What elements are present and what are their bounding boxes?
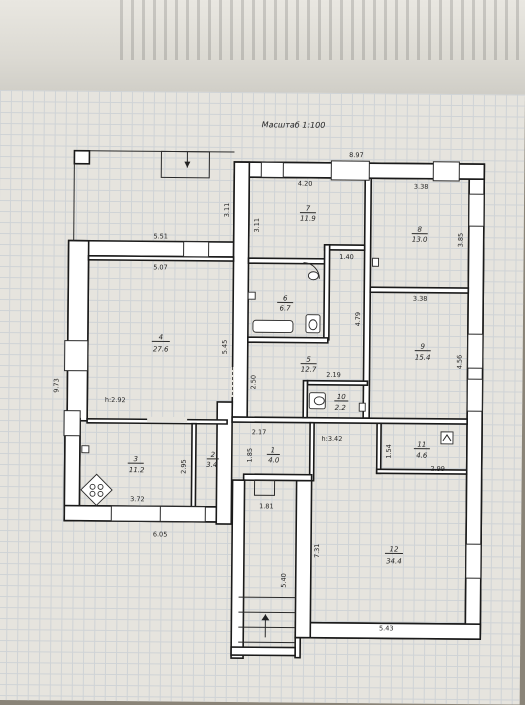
arrow-icon (184, 162, 190, 168)
room-8: 8 13.0 (412, 226, 428, 244)
svg-text:13.0: 13.0 (412, 236, 428, 244)
dim-passage: 2.50 (249, 375, 257, 390)
svg-text:4: 4 (159, 333, 164, 341)
svg-text:4.6: 4.6 (416, 452, 428, 460)
dim-room7-width: 4.20 (298, 180, 313, 188)
svg-text:11.9: 11.9 (300, 215, 316, 223)
dim-room8-width: 3.38 (414, 183, 429, 191)
svg-text:2.2: 2.2 (335, 404, 347, 412)
room-12: 12 34.4 (385, 545, 403, 565)
dim-corridor-width: 1.40 (339, 253, 354, 261)
svg-text:15.4: 15.4 (415, 354, 431, 362)
dim-total-depth: 9.73 (52, 378, 60, 393)
dim-bottom-left-width: 6.05 (153, 530, 168, 538)
floor-plan: Масштаб 1:100 (0, 90, 525, 705)
dim-room2-depth: 2.95 (180, 459, 188, 474)
dim-room9-depth: 4.56 (456, 355, 464, 370)
dim-room4-width: 5.07 (153, 263, 168, 271)
vent-icon (248, 292, 255, 299)
windows (63, 159, 485, 579)
bathtub-icon (253, 320, 293, 332)
svg-text:6: 6 (283, 294, 288, 302)
svg-text:1: 1 (271, 446, 276, 454)
svg-text:4.0: 4.0 (268, 456, 280, 464)
vent-icon (82, 446, 89, 453)
dim-room4-depth: 5.45 (221, 340, 229, 355)
top-sheet-text-bleed (120, 0, 525, 60)
entrance-arrow-icon (261, 614, 269, 620)
svg-text:9: 9 (421, 343, 426, 351)
svg-text:7: 7 (306, 205, 311, 213)
dim-room1-width: 2.17 (252, 428, 267, 436)
dim-room12-width: 5.43 (379, 624, 394, 632)
dim-porch-vestibule: 1.81 (259, 502, 274, 510)
boiler-icon (441, 432, 453, 444)
svg-text:11.2: 11.2 (129, 466, 145, 474)
room-9: 9 15.4 (415, 343, 431, 362)
dim-room12-depth: 7.31 (313, 544, 321, 559)
svg-text:27.6: 27.6 (153, 345, 169, 353)
dim-room3-width: 3.72 (130, 495, 145, 503)
svg-text:2: 2 (211, 451, 216, 459)
dimension-labels: 8.97 4.20 3.38 3.11 3.11 3.85 5.51 5.07 … (50, 148, 465, 633)
svg-text:5: 5 (306, 356, 311, 364)
svg-text:8: 8 (418, 226, 423, 234)
toilet-icon (306, 315, 320, 333)
dim-total-width: 8.97 (349, 151, 364, 159)
sink-icon (308, 272, 318, 280)
dim-porch-width: 5.51 (153, 232, 168, 240)
scale-label: Масштаб 1:100 (262, 120, 326, 130)
vent-icon (372, 258, 378, 266)
room-7: 7 11.9 (300, 205, 316, 223)
stove-icon (81, 474, 112, 505)
vent-icon (359, 403, 365, 411)
svg-text:3: 3 (134, 455, 139, 463)
svg-text:12: 12 (390, 545, 400, 553)
dim-room8-depth: 3.85 (457, 233, 465, 248)
svg-text:10: 10 (337, 393, 347, 401)
room-6: 6 6.7 (277, 294, 293, 312)
dim-room7-depth: 3.11 (253, 218, 261, 233)
room-10: 10 2.2 (334, 393, 348, 412)
dim-room11-depth: 1.54 (385, 444, 393, 459)
room-11: 11 4.6 (414, 441, 430, 460)
dim-porch-depth: 3.11 (223, 203, 231, 218)
dim-room10-width: 2.19 (326, 371, 341, 379)
room-1: 1 4.0 (267, 446, 280, 464)
dim-porch-length: 5.40 (280, 573, 288, 588)
room-4: 4 27.6 (152, 333, 170, 353)
height-left: h:2.92 (105, 396, 126, 404)
svg-text:12.7: 12.7 (301, 366, 317, 374)
height-right: h:3.42 (322, 435, 343, 443)
svg-text:3.4: 3.4 (206, 461, 217, 469)
room-5: 5 12.7 (301, 356, 317, 374)
floor-plan-sheet: Масштаб 1:100 (0, 90, 525, 705)
svg-text:34.4: 34.4 (386, 557, 402, 565)
svg-text:6.7: 6.7 (279, 304, 291, 312)
svg-text:11: 11 (417, 441, 426, 449)
dim-room1-depth: 1.85 (246, 448, 254, 463)
dim-room11-width: 2.99 (430, 465, 445, 473)
top-sheet (0, 0, 525, 96)
room-3: 3 11.2 (128, 455, 146, 474)
dim-room9-width: 3.38 (413, 295, 428, 303)
toilet-icon (309, 393, 325, 409)
dim-corridor-length: 4.79 (354, 312, 362, 327)
